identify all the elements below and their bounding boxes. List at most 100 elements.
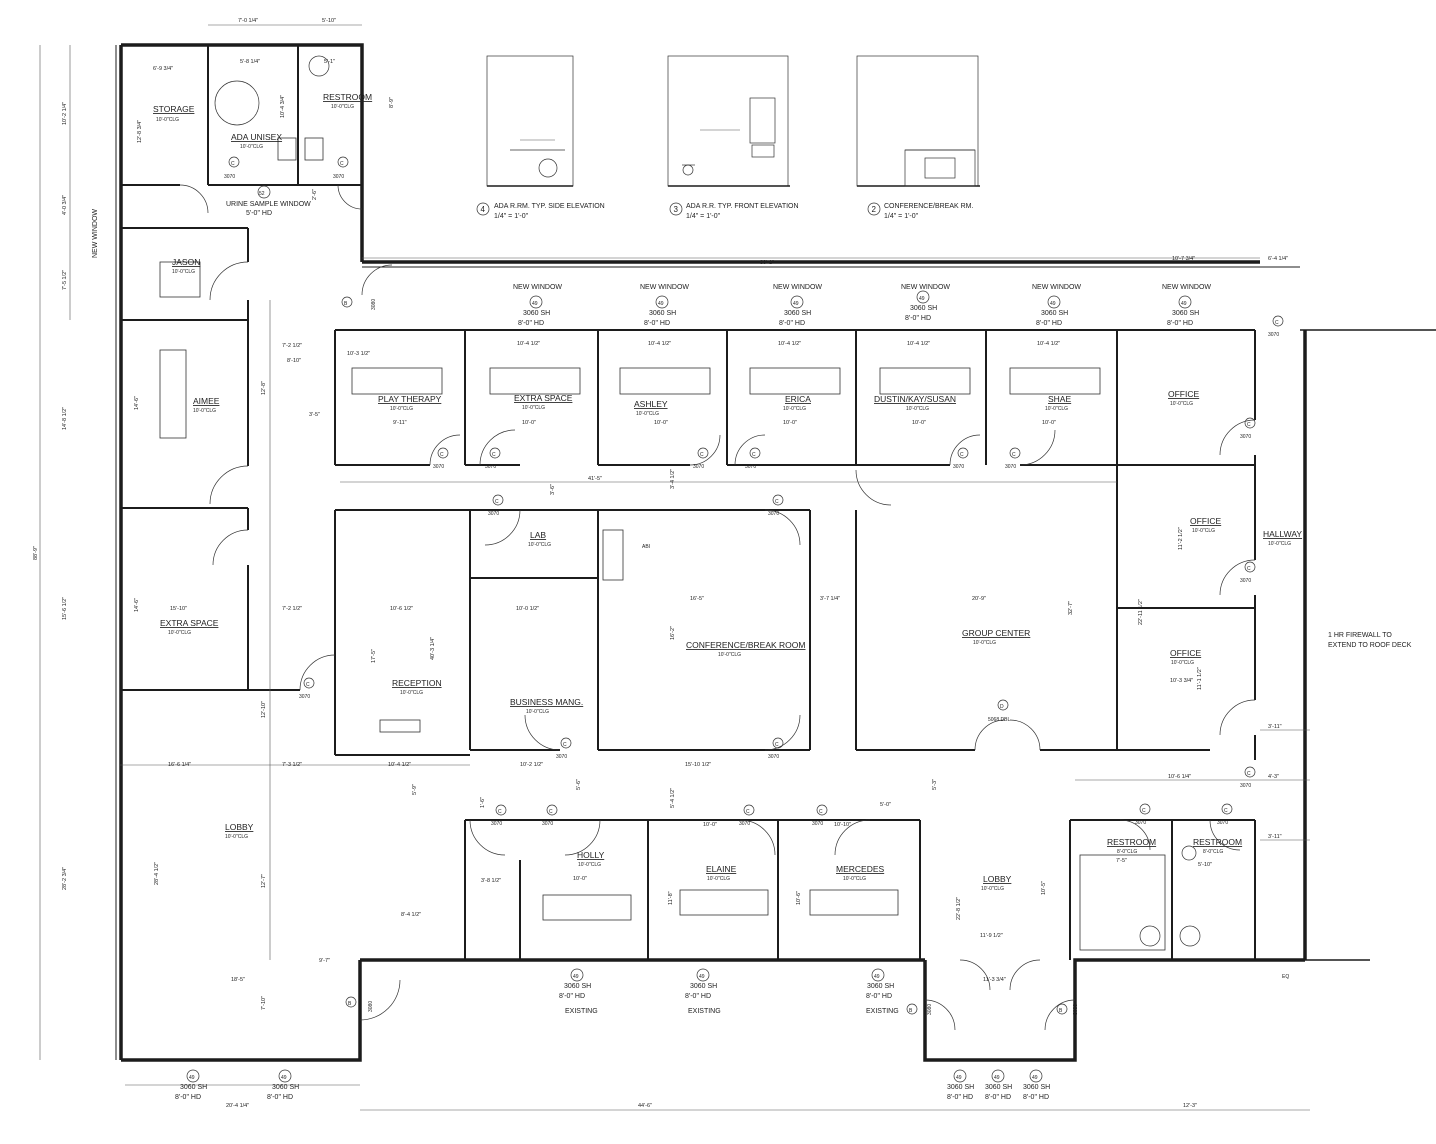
room-name: LAB	[530, 530, 546, 540]
new-window-label: NEW WINDOW	[640, 284, 689, 291]
room-name: JASON	[172, 257, 200, 267]
room-name: RESTROOM	[1193, 837, 1242, 847]
svg-text:3070: 3070	[1135, 820, 1146, 826]
svg-text:49: 49	[874, 974, 880, 980]
svg-text:C: C	[495, 499, 499, 505]
svg-text:10'-0": 10'-0"	[783, 420, 797, 426]
existing-label: EXISTING	[688, 1008, 721, 1015]
elevation-scale: 1/4" = 1'-0"	[686, 213, 721, 220]
svg-text:10'-0 1/2": 10'-0 1/2"	[516, 606, 539, 612]
svg-text:B: B	[344, 301, 348, 307]
svg-text:2'-6": 2'-6"	[312, 189, 318, 200]
window-tag: 49 3060 SH 8'-0" HD	[267, 1069, 299, 1101]
elevation-side: 4 ADA R.RM. TYP. SIDE ELEVATION 1/4" = 1…	[476, 55, 605, 220]
svg-text:7'-3 1/2": 7'-3 1/2"	[282, 762, 302, 768]
firewall-note: EXTEND TO ROOF DECK	[1328, 642, 1412, 649]
svg-text:10'-6 1/2": 10'-6 1/2"	[390, 606, 413, 612]
svg-text:10'-0": 10'-0"	[654, 420, 668, 426]
svg-text:3'-7 1/4": 3'-7 1/4"	[820, 596, 840, 602]
room-ceiling: 10'-0"CLG	[843, 876, 866, 882]
room-name: DUSTIN/KAY/SUSAN	[874, 394, 956, 404]
svg-text:3060 SH: 3060 SH	[1023, 1084, 1050, 1091]
window-tag: 49 3060 SH 8'-0" HD	[1023, 1069, 1050, 1101]
svg-text:5'-10": 5'-10"	[1198, 862, 1212, 868]
svg-text:49: 49	[281, 1075, 287, 1081]
window-tag: 49 3060 SH 8'-0" HD	[685, 968, 717, 1000]
svg-text:10'-0": 10'-0"	[573, 876, 587, 882]
room-ceiling: 10'-0"CLG	[718, 652, 741, 658]
window-tags: 49 3060 SH 8'-0" HD 49 3060 SH 8'-0" HD …	[175, 290, 1199, 1101]
svg-text:18'-5": 18'-5"	[231, 977, 245, 983]
svg-text:C: C	[819, 809, 823, 815]
room-ceiling: 10'-0"CLG	[578, 862, 601, 868]
room-ceiling: 10'-0"CLG	[331, 104, 354, 110]
svg-text:14'-6": 14'-6"	[134, 396, 140, 410]
svg-text:3'-8 1/2": 3'-8 1/2"	[481, 878, 501, 884]
room-ceiling: 10'-0"CLG	[168, 630, 191, 636]
svg-text:5'-8 1/4": 5'-8 1/4"	[240, 59, 260, 65]
svg-text:C: C	[1142, 808, 1146, 814]
dimension-lines	[39, 24, 1310, 1111]
doors	[179, 184, 1256, 1031]
svg-text:3070: 3070	[224, 174, 235, 180]
new-window-label: NEW WINDOW	[513, 284, 562, 291]
svg-text:8'-0" HD: 8'-0" HD	[559, 993, 585, 1000]
room-name: ASHLEY	[634, 399, 668, 409]
new-window-label: NEW WINDOW	[901, 284, 950, 291]
room-name: RESTROOM	[323, 92, 372, 102]
svg-text:5'-9": 5'-9"	[412, 784, 418, 795]
svg-text:10'-4 1/2": 10'-4 1/2"	[907, 341, 930, 347]
svg-text:3070: 3070	[1240, 434, 1251, 440]
svg-text:8'-4 1/2": 8'-4 1/2"	[401, 912, 421, 918]
svg-text:3070: 3070	[693, 464, 704, 470]
svg-text:3060 SH: 3060 SH	[910, 305, 937, 312]
svg-text:28'-2 3/4": 28'-2 3/4"	[62, 867, 68, 890]
window-tag: 49 3060 SH 8'-0" HD	[985, 1069, 1012, 1101]
existing-label: EXISTING	[866, 1008, 899, 1015]
svg-text:12'-8 3/4": 12'-8 3/4"	[137, 120, 143, 143]
room-name: ADA UNISEX	[231, 132, 282, 142]
svg-text:C: C	[1247, 422, 1251, 428]
svg-text:C: C	[752, 452, 756, 458]
svg-text:10'-4 1/2": 10'-4 1/2"	[1037, 341, 1060, 347]
svg-text:3'-6": 3'-6"	[550, 484, 556, 495]
window-tag: 49 3060 SH 8'-0" HD	[518, 295, 550, 327]
elevation-title: ADA R.R. TYP. FRONT ELEVATION	[686, 203, 799, 210]
svg-text:C: C	[563, 742, 567, 748]
svg-text:3080: 3080	[371, 299, 377, 310]
svg-text:5'-10": 5'-10"	[322, 18, 336, 24]
svg-text:3070: 3070	[768, 511, 779, 517]
svg-text:10'-2 1/4": 10'-2 1/4"	[62, 102, 68, 125]
furniture	[159, 55, 1201, 951]
new-window-label: NEW WINDOW	[1032, 284, 1081, 291]
elevation-number: 2	[872, 205, 877, 214]
svg-text:11'-9 1/2": 11'-9 1/2"	[980, 933, 1003, 939]
svg-text:C: C	[1247, 771, 1251, 777]
svg-text:80'-1": 80'-1"	[760, 260, 774, 266]
room-ceiling: 10'-0"CLG	[1268, 541, 1291, 547]
svg-text:49: 49	[532, 301, 538, 307]
svg-text:5'-6": 5'-6"	[576, 779, 582, 790]
svg-text:49: 49	[919, 296, 925, 302]
svg-text:C: C	[492, 452, 496, 458]
svg-text:3060 SH: 3060 SH	[649, 310, 676, 317]
svg-text:10'-3 1/2": 10'-3 1/2"	[347, 351, 370, 357]
room-name: MERCEDES	[836, 864, 885, 874]
svg-text:49: 49	[189, 1075, 195, 1081]
room-ceiling: 10'-0"CLG	[636, 411, 659, 417]
room-name: OFFICE	[1168, 389, 1199, 399]
svg-text:B: B	[909, 1008, 913, 1014]
new-window-label: NEW WINDOW	[773, 284, 822, 291]
svg-text:C: C	[440, 452, 444, 458]
svg-text:10'-4 3/4": 10'-4 3/4"	[280, 95, 286, 118]
door-tag: C 3070	[1135, 803, 1151, 826]
